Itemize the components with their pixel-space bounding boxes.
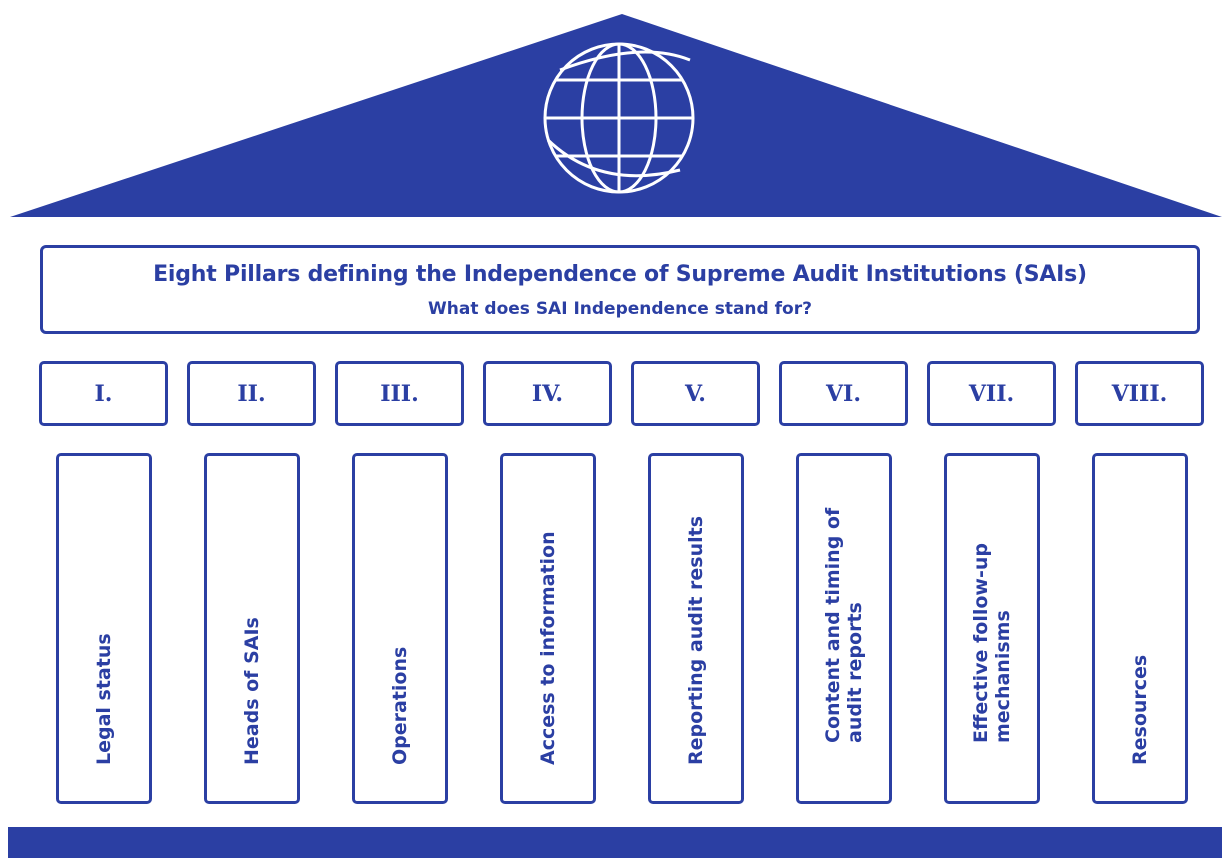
pillar-operations: Operations: [352, 453, 448, 804]
pillar-label: Resources: [1129, 654, 1151, 765]
pillar-label: Heads of SAIs: [241, 617, 263, 765]
pillar-numeral-5: V.: [631, 361, 760, 426]
pillar-follow-up-mechanisms: Effective follow-up mechanisms: [944, 453, 1040, 804]
pillar-numeral-4: IV.: [483, 361, 612, 426]
pillar-label: Content and timing of audit reports: [822, 507, 866, 743]
pillar-label: Legal status: [93, 633, 115, 765]
pillar-numeral-3: III.: [335, 361, 464, 426]
diagram-subtitle: What does SAI Independence stand for?: [428, 299, 812, 319]
pillar-access-to-information: Access to information: [500, 453, 596, 804]
pillar-numeral-8: VIII.: [1075, 361, 1204, 426]
pillar-numeral-1: I.: [39, 361, 168, 426]
pillar-heads-of-sais: Heads of SAIs: [204, 453, 300, 804]
pillar-numeral-6: VI.: [779, 361, 908, 426]
diagram-title: Eight Pillars defining the Independence …: [153, 262, 1087, 287]
title-banner: Eight Pillars defining the Independence …: [40, 245, 1200, 334]
pillar-label: Effective follow-up mechanisms: [970, 543, 1014, 743]
pillar-numeral-2: II.: [187, 361, 316, 426]
temple-roof: [10, 14, 1222, 217]
temple-base: [8, 827, 1222, 858]
pillar-label: Access to information: [537, 531, 559, 765]
pillar-content-and-timing: Content and timing of audit reports: [796, 453, 892, 804]
pillar-reporting-audit-results: Reporting audit results: [648, 453, 744, 804]
pillar-resources: Resources: [1092, 453, 1188, 804]
globe-icon: [543, 42, 695, 194]
pillar-label: Reporting audit results: [685, 515, 707, 765]
pillar-legal-status: Legal status: [56, 453, 152, 804]
pillar-label: Operations: [389, 646, 411, 765]
pillar-numeral-7: VII.: [927, 361, 1056, 426]
